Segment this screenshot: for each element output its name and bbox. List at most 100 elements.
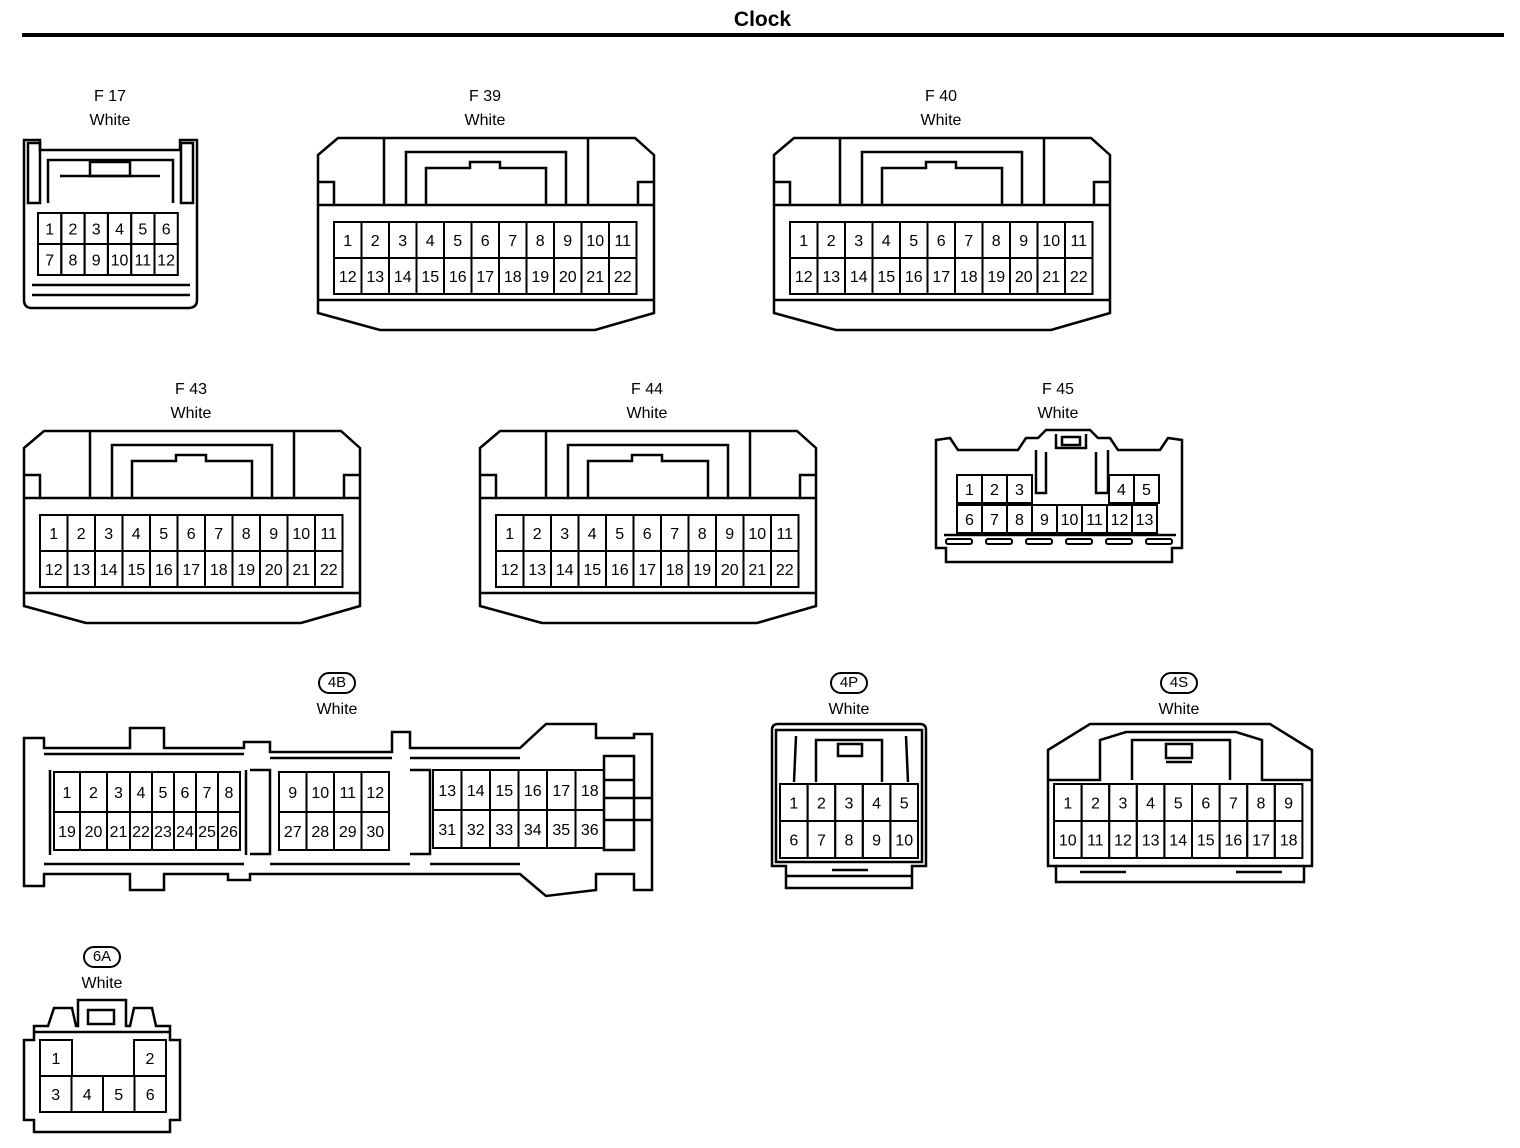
pin-number: 16: [905, 269, 923, 286]
pin-number: 4: [588, 526, 597, 543]
pin-number: 11: [1087, 833, 1104, 850]
connector-color: White: [81, 975, 123, 992]
pin-number: 4: [882, 233, 891, 250]
pin-number: 15: [583, 562, 601, 579]
pin-number: 15: [1197, 833, 1215, 850]
connector-id: F 43: [174, 381, 207, 398]
pin-cell: 22: [770, 550, 800, 588]
pin-number: 18: [504, 269, 522, 286]
pin-number: 2: [371, 233, 380, 250]
pin-cell: 26: [217, 811, 241, 851]
pin-number: 12: [366, 785, 384, 802]
connector-id: F 44: [630, 381, 663, 398]
pin-number: 7: [817, 833, 826, 850]
pin-number: 13: [366, 269, 384, 286]
pin-number: 10: [895, 833, 913, 850]
pin-number: 3: [560, 526, 569, 543]
connector-label-f43: F 43 White: [141, 382, 241, 422]
pin-number: 8: [536, 233, 545, 250]
pin-number: 8: [1015, 512, 1024, 529]
pin-number: 14: [556, 562, 574, 579]
pin-number: 13: [438, 783, 456, 800]
pin-number: 12: [157, 253, 175, 270]
pin-number: 10: [1059, 833, 1077, 850]
pin-number: 7: [45, 253, 54, 270]
pin-cell: 3: [1006, 474, 1033, 504]
pin-number: 2: [817, 796, 826, 813]
pin-number: 12: [795, 269, 813, 286]
pin-number: 25: [198, 824, 216, 841]
pin-number: 34: [524, 822, 542, 839]
pin-number: 15: [495, 783, 513, 800]
pin-number: 9: [725, 526, 734, 543]
pin-number: 14: [850, 269, 868, 286]
pin-number: 8: [992, 233, 1001, 250]
pin-number: 16: [155, 562, 173, 579]
pin-number: 15: [421, 269, 439, 286]
pin-number: 2: [533, 526, 542, 543]
pin-number: 20: [85, 824, 103, 841]
pin-number: 14: [1169, 833, 1187, 850]
pin-number: 9: [1284, 796, 1293, 813]
pin-number: 36: [581, 822, 599, 839]
pin-number: 9: [1019, 233, 1028, 250]
pin-number: 23: [154, 824, 172, 841]
pin-number: 4: [83, 1087, 92, 1104]
pin-number: 11: [135, 253, 152, 270]
pin-number: 1: [789, 796, 798, 813]
pin-number: 7: [1229, 796, 1238, 813]
pin-number: 22: [320, 562, 338, 579]
connector-id: 4P: [829, 672, 869, 694]
pin-number: 17: [1252, 833, 1270, 850]
pin-number: 27: [284, 824, 302, 841]
connector-color: White: [626, 405, 668, 422]
pin-number: 8: [698, 526, 707, 543]
pin-number: 7: [508, 233, 517, 250]
pin-number: 2: [146, 1051, 155, 1068]
pin-number: 11: [1070, 233, 1087, 250]
pin-number: 6: [481, 233, 490, 250]
pin-number: 22: [132, 824, 150, 841]
pin-number: 17: [638, 562, 656, 579]
pin-number: 16: [1225, 833, 1243, 850]
pin-number: 21: [110, 824, 128, 841]
pin-number: 7: [214, 526, 223, 543]
pin-number: 15: [127, 562, 145, 579]
pin-number: 1: [343, 233, 352, 250]
pin-number: 10: [111, 253, 129, 270]
pin-number: 10: [1061, 512, 1079, 529]
pin-number: 22: [614, 269, 632, 286]
pin-number: 9: [563, 233, 572, 250]
pin-number: 9: [269, 526, 278, 543]
pin-number: 13: [528, 562, 546, 579]
pin-number: 13: [72, 562, 90, 579]
pin-number: 12: [1111, 512, 1129, 529]
pin-number: 1: [799, 233, 808, 250]
connector-id: F 45: [1041, 381, 1074, 398]
pin-number: 21: [292, 562, 310, 579]
pin-number: 1: [49, 526, 58, 543]
pin-cell: 5: [1133, 474, 1160, 504]
pin-number: 5: [900, 796, 909, 813]
pin-number: 2: [1091, 796, 1100, 813]
pin-number: 9: [288, 785, 297, 802]
title-divider: [22, 33, 1504, 37]
pin-number: 1: [52, 1051, 61, 1068]
pin-number: 3: [104, 526, 113, 543]
pin-number: 3: [51, 1087, 60, 1104]
pin-number: 2: [68, 222, 77, 239]
pin-number: 10: [586, 233, 604, 250]
pin-number: 30: [366, 824, 384, 841]
pin-number: 31: [438, 822, 456, 839]
pin-number: 11: [776, 526, 793, 543]
pin-number: 6: [1201, 796, 1210, 813]
pin-number: 18: [960, 269, 978, 286]
pin-number: 2: [77, 526, 86, 543]
connector-id: 6A: [82, 946, 122, 968]
pin-number: 20: [721, 562, 739, 579]
